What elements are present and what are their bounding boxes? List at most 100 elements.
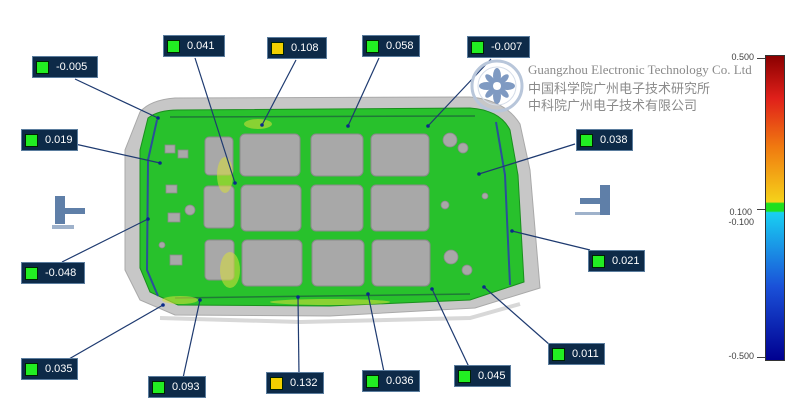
leader-line xyxy=(182,299,201,379)
cutout xyxy=(241,239,303,287)
callout-c5[interactable]: -0.007 xyxy=(467,36,530,58)
cutout-grid xyxy=(203,133,431,287)
status-swatch xyxy=(458,369,471,383)
status-swatch xyxy=(366,374,379,388)
callout-value: 0.038 xyxy=(600,134,628,146)
cutout xyxy=(371,239,431,287)
scale-tick xyxy=(757,357,765,358)
measurement-point xyxy=(158,161,162,165)
company-name-cn: 中科院广州电子技术有限公司 xyxy=(528,98,698,113)
right-rail xyxy=(495,121,511,286)
callout-c13[interactable]: 0.132 xyxy=(266,372,324,394)
callout-c15[interactable]: 0.045 xyxy=(454,365,511,387)
status-swatch xyxy=(270,376,283,390)
right-fixture xyxy=(575,185,610,215)
callout-c1[interactable]: -0.005 xyxy=(32,56,98,78)
measurement-point xyxy=(510,229,514,233)
measurement-point xyxy=(477,172,481,176)
leader-line xyxy=(194,57,236,184)
scale-tick xyxy=(757,58,765,59)
color-scale-bar xyxy=(765,55,785,361)
callout-value: 0.011 xyxy=(572,348,599,360)
leader-line xyxy=(297,296,300,376)
callout-value: 0.019 xyxy=(45,134,73,146)
scale-max-label: 0.500 xyxy=(731,52,754,62)
status-swatch xyxy=(471,40,484,54)
callout-c6[interactable]: 0.019 xyxy=(21,129,78,151)
cutout xyxy=(370,133,430,177)
measurement-points xyxy=(146,116,514,307)
status-swatch xyxy=(580,133,593,147)
measurement-point xyxy=(260,123,264,127)
callout-c12[interactable]: 0.093 xyxy=(148,376,206,398)
callout-value: 0.021 xyxy=(612,255,640,267)
callout-c8[interactable]: -0.048 xyxy=(21,262,85,284)
callout-value: 0.041 xyxy=(187,40,215,52)
scale-lower-threshold-label: -0.100 xyxy=(728,217,754,227)
academy-logo-icon xyxy=(470,59,524,113)
callout-value: 0.045 xyxy=(478,370,506,382)
callout-c9[interactable]: 0.021 xyxy=(588,250,645,272)
scale-upper-threshold-label: 0.100 xyxy=(729,207,752,217)
callout-value: 0.058 xyxy=(386,40,414,52)
status-swatch xyxy=(36,60,49,74)
callout-c4[interactable]: 0.058 xyxy=(362,35,420,57)
leader-line xyxy=(261,59,297,126)
callout-value: 0.036 xyxy=(386,375,414,387)
status-swatch xyxy=(25,133,38,147)
measurement-point xyxy=(233,181,237,185)
left-rail xyxy=(145,119,159,297)
status-swatch xyxy=(366,39,379,53)
callout-c11[interactable]: 0.011 xyxy=(548,343,605,365)
scale-tick xyxy=(757,209,765,210)
callout-c14[interactable]: 0.036 xyxy=(362,370,420,392)
leader-line xyxy=(61,304,164,364)
cutout xyxy=(370,184,430,232)
callout-value: 0.093 xyxy=(172,381,200,393)
leader-lines xyxy=(61,57,591,379)
leader-line xyxy=(74,143,161,164)
cutout xyxy=(239,133,301,177)
callout-c3[interactable]: 0.108 xyxy=(267,37,327,59)
callout-c7[interactable]: 0.038 xyxy=(576,129,633,151)
leader-line xyxy=(511,230,591,251)
cutout xyxy=(240,184,302,232)
callout-c2[interactable]: 0.041 xyxy=(163,35,225,57)
measurement-point xyxy=(161,303,165,307)
leader-line xyxy=(74,78,159,119)
status-swatch xyxy=(271,41,284,55)
part-shadow xyxy=(159,302,521,325)
cutout xyxy=(311,239,365,287)
measurement-point xyxy=(296,295,300,299)
measurement-point xyxy=(430,287,434,291)
top-rail xyxy=(169,115,476,118)
institute-name-cn: 中国科学院广州电子技术研究所 xyxy=(528,81,711,96)
status-swatch xyxy=(167,39,180,53)
leader-line xyxy=(61,218,149,263)
callout-value: 0.108 xyxy=(291,42,319,54)
status-swatch xyxy=(25,362,38,376)
company-name-en: Guangzhou Electronic Technology Co. Ltd xyxy=(528,62,752,77)
cutout xyxy=(310,133,364,177)
callout-c10[interactable]: 0.035 xyxy=(21,358,78,380)
measurement-point xyxy=(146,217,150,221)
leader-line xyxy=(427,58,492,127)
measurement-point xyxy=(426,124,430,128)
bottom-rail xyxy=(174,293,471,299)
callout-value: -0.007 xyxy=(491,41,523,53)
leader-line xyxy=(367,293,385,373)
scale-min-label: -0.500 xyxy=(728,351,754,361)
left-fixture xyxy=(52,196,85,229)
status-swatch xyxy=(592,254,605,268)
measurement-point xyxy=(366,292,370,296)
cutout xyxy=(203,185,235,229)
callout-value: -0.048 xyxy=(45,267,77,279)
status-swatch xyxy=(552,347,565,361)
measurement-point xyxy=(198,298,202,302)
measurement-point xyxy=(156,116,160,120)
deviation-speckle xyxy=(162,119,390,305)
callout-value: 0.132 xyxy=(290,377,318,389)
cutout xyxy=(310,184,364,232)
